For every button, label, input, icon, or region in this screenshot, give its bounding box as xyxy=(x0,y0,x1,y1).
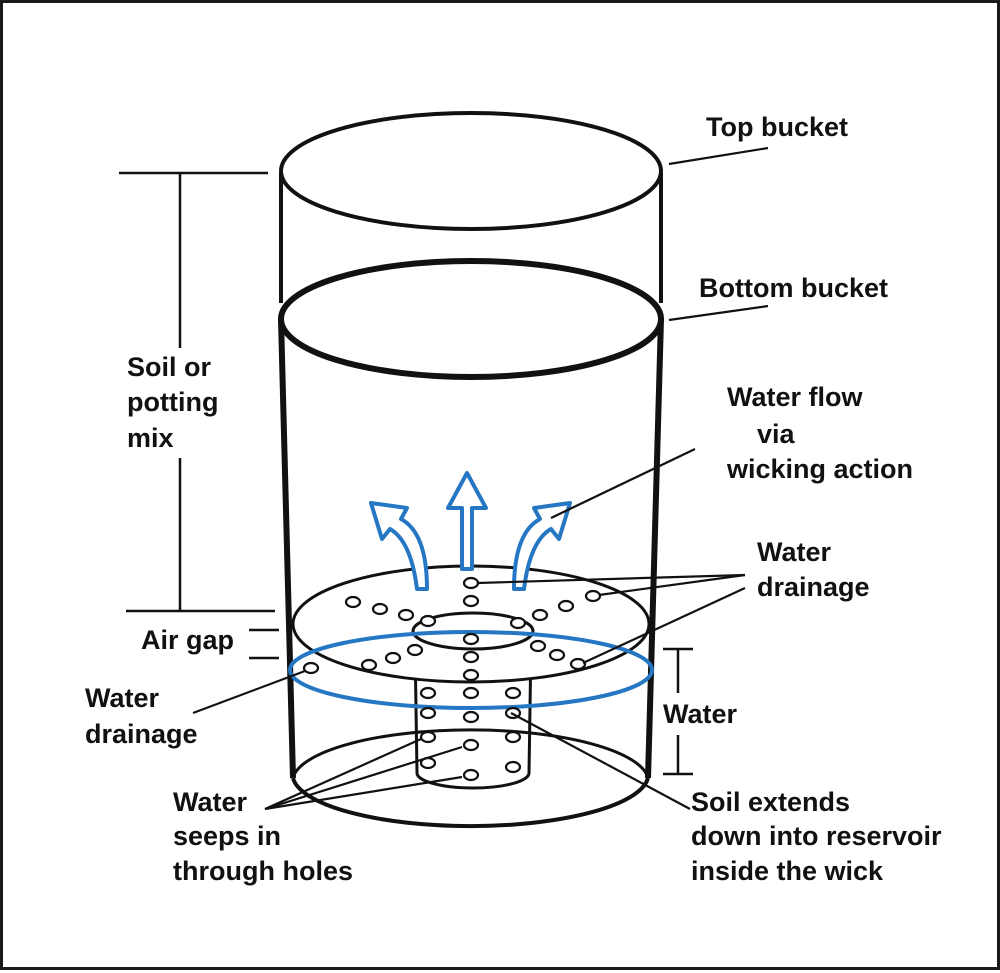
water-dimension xyxy=(663,647,693,776)
air-gap-ticks xyxy=(249,628,279,660)
arrow-right xyxy=(512,501,572,591)
label-soil-extends-line3: inside the wick xyxy=(691,856,884,886)
label-flow-line2: via xyxy=(757,419,796,449)
leader-seeps-b xyxy=(264,745,463,811)
wicking-arrows xyxy=(369,471,572,591)
leader-water-flow xyxy=(550,448,696,519)
label-drain-right-line1: Water xyxy=(757,537,832,567)
label-flow-line3: wicking action xyxy=(726,454,913,484)
label-air-gap: Air gap xyxy=(141,625,234,655)
label-soil-extends-line1: Soil extends xyxy=(691,787,850,817)
leader-drainage-right-c xyxy=(582,587,746,664)
label-seeps-line1: Water xyxy=(173,787,248,817)
label-drain-left-line1: Water xyxy=(85,683,160,713)
leader-lines xyxy=(192,146,769,811)
label-seeps-line2: seeps in xyxy=(173,821,281,851)
bottom-bucket xyxy=(278,258,664,829)
label-soil-extends-line2: down into reservoir xyxy=(691,821,942,851)
arrow-left xyxy=(369,501,429,591)
leader-seeps-a xyxy=(264,737,422,811)
self-watering-bucket-diagram: Top bucket Bottom bucket Soil or potting… xyxy=(85,111,942,886)
label-drain-right-line2: drainage xyxy=(757,572,870,602)
leader-drainage-left xyxy=(192,669,306,715)
label-bottom-bucket: Bottom bucket xyxy=(699,273,888,303)
label-seeps-line3: through holes xyxy=(173,856,353,886)
top-bucket xyxy=(279,111,663,303)
label-soil-line1: Soil or xyxy=(127,352,211,382)
label-soil-line3: mix xyxy=(127,423,174,453)
leader-seeps-c xyxy=(264,775,463,811)
leader-drainage-right-a xyxy=(476,573,746,585)
leader-drainage-right-b xyxy=(598,573,746,597)
arrow-center xyxy=(446,471,488,571)
label-flow-line1: Water flow xyxy=(727,382,863,412)
label-top-bucket: Top bucket xyxy=(706,112,848,142)
water-level-ring xyxy=(288,630,654,710)
label-water: Water xyxy=(663,699,738,729)
drainage-holes xyxy=(302,576,602,782)
leader-bottom-bucket xyxy=(668,304,769,322)
leader-top-bucket xyxy=(668,146,769,166)
label-soil-line2: potting xyxy=(127,387,218,417)
label-drain-left-line2: drainage xyxy=(85,719,198,749)
leader-soil-extends xyxy=(510,712,691,810)
soil-dimension xyxy=(119,171,275,613)
